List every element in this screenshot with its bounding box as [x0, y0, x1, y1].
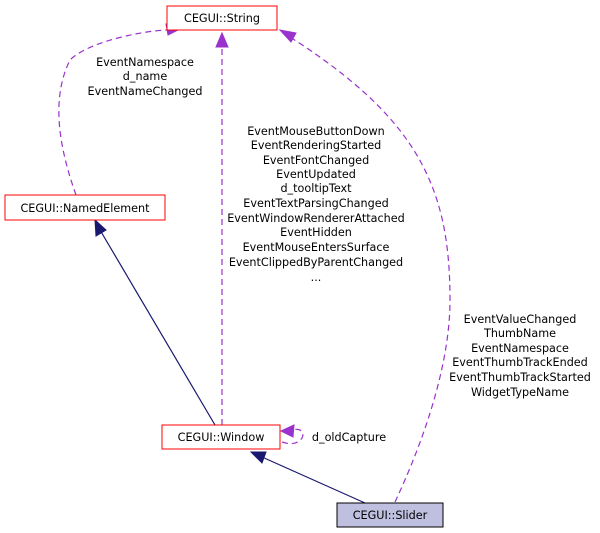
edge-named-element-string	[58, 29, 169, 196]
edge-label: WidgetTypeName	[471, 386, 569, 399]
edge-label: EventWindowRendererAttached	[227, 212, 405, 225]
edge-label-window-self: d_oldCapture	[312, 431, 386, 444]
edge-label: EventHidden	[280, 226, 352, 239]
node-cegui-string[interactable]: CEGUI::String	[166, 5, 278, 31]
edge-label: EventThumbTrackStarted	[449, 371, 591, 384]
edge-slider-string	[289, 36, 451, 503]
edge-slider-window	[261, 456, 366, 504]
edge-label: ...	[311, 271, 322, 284]
edge-label: EventFontChanged	[263, 154, 369, 167]
arrowhead-slider-window	[249, 451, 267, 464]
arrowhead-window-named-element	[94, 218, 107, 237]
edge-label: ThumbName	[483, 327, 556, 340]
edge-label: EventMouseButtonDown	[247, 125, 385, 138]
node-cegui-string-box	[166, 5, 278, 31]
edge-label: EventValueChanged	[464, 313, 577, 326]
edge-labels-slider-string: EventValueChanged ThumbName EventNamespa…	[449, 313, 591, 399]
edge-labels-window-string: EventMouseButtonDown EventRenderingStart…	[227, 125, 405, 284]
node-cegui-slider-box	[336, 502, 444, 528]
arrowhead-window-string	[215, 31, 229, 48]
edge-label: EventMouseEntersSurface	[243, 241, 390, 254]
node-cegui-named-element-label: CEGUI::NamedElement	[20, 202, 150, 215]
edge-label: EventTextParsingChanged	[243, 197, 388, 210]
edge-labels-named-element-string: EventNamespace d_name EventNameChanged	[88, 56, 203, 98]
node-cegui-string-label: CEGUI::String	[184, 12, 260, 25]
edge-label: EventThumbTrackEnded	[452, 356, 588, 369]
edge-label: EventUpdated	[276, 168, 356, 181]
arrowhead-slider-string	[278, 29, 297, 43]
edge-label: EventRenderingStarted	[251, 139, 382, 152]
node-cegui-named-element-box	[4, 194, 166, 221]
edge-window-named-element	[99, 229, 216, 426]
edge-label: EventNamespace	[96, 56, 194, 69]
edge-label: EventNamespace	[471, 342, 569, 355]
edge-label: EventClippedByParentChanged	[229, 256, 403, 269]
node-cegui-slider-label: CEGUI::Slider	[353, 509, 428, 522]
node-cegui-window[interactable]: CEGUI::Window	[161, 424, 281, 450]
edge-label: EventNameChanged	[88, 85, 203, 98]
edge-window-self	[281, 428, 304, 445]
arrowhead-window-self	[279, 424, 295, 438]
node-cegui-window-label: CEGUI::Window	[178, 431, 265, 444]
node-cegui-slider[interactable]: CEGUI::Slider	[336, 502, 444, 528]
node-cegui-window-box	[161, 424, 281, 450]
edge-label: d_tooltipText	[280, 182, 352, 195]
edge-label: d_name	[123, 70, 168, 83]
node-cegui-named-element[interactable]: CEGUI::NamedElement	[4, 194, 166, 221]
